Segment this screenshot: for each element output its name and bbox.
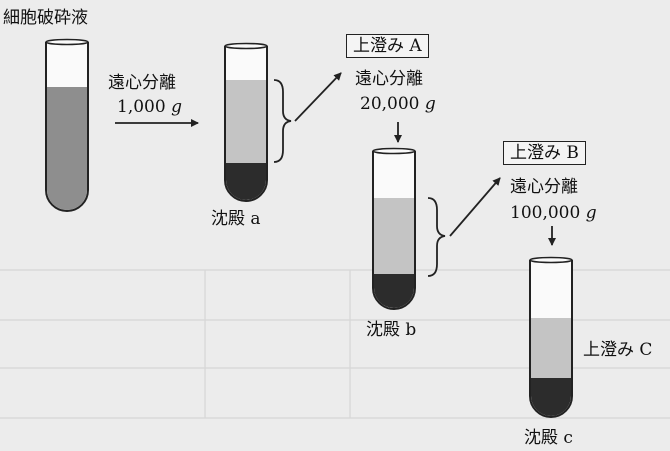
step2-g-unit: g: [424, 94, 436, 114]
tube-after-1000g: [224, 42, 268, 202]
label-step2-force: 20,000 g: [360, 94, 436, 114]
step3-g-unit: g: [585, 203, 597, 223]
label-cell-lysate: 細胞破砕液: [3, 8, 88, 28]
label-step2-method: 遠心分離: [355, 69, 423, 89]
label-step3-method: 遠心分離: [510, 177, 578, 197]
tube-cell-lysate: [45, 38, 89, 212]
tube-after-20000g: [372, 147, 416, 310]
label-supernatant-c: 上澄み C: [583, 340, 653, 360]
bracket-supernatant-a: [273, 79, 292, 163]
step2-force-value: 20,000: [360, 94, 420, 114]
label-supernatant-a: 上澄み A: [346, 34, 429, 58]
step3-force-value: 100,000: [510, 203, 581, 223]
label-step3-force: 100,000 g: [510, 203, 597, 223]
label-pellet-b: 沈殿 b: [366, 320, 417, 340]
arrow-to-supernatant-b: [449, 177, 501, 237]
tube-after-100000g: [529, 256, 573, 418]
label-supernatant-b: 上澄み B: [503, 141, 586, 165]
arrow-to-supernatant-a: [294, 72, 342, 122]
step1-force-value: 1,000: [117, 97, 166, 117]
label-pellet-c: 沈殿 c: [524, 428, 573, 448]
label-step1-method: 遠心分離: [108, 73, 176, 93]
bracket-supernatant-b: [427, 197, 446, 277]
step1-g-unit: g: [171, 97, 182, 117]
label-pellet-a: 沈殿 a: [211, 209, 261, 229]
label-step1-force: 1,000 g: [117, 97, 182, 117]
